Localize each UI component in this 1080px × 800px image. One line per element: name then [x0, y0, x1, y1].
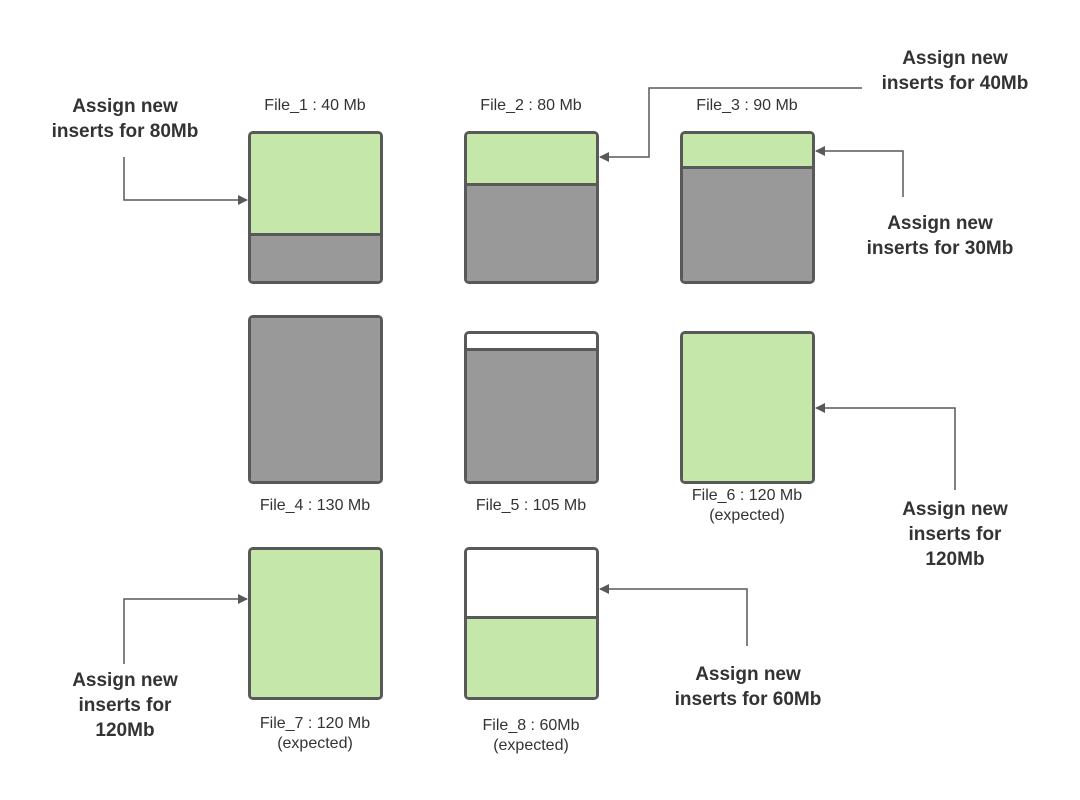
file-1-name: File_1 : 40 Mb — [264, 97, 366, 114]
file-2-label: File_2 : 80 Mb — [466, 96, 596, 116]
file-7-name: File_7 : 120 Mb — [259, 715, 371, 732]
file-2-existing-data-segment — [467, 183, 596, 281]
file-5-existing-data-segment — [467, 348, 596, 481]
annotation-file-1-line-1: Assign new — [72, 96, 178, 117]
file-4-name: File_4 : 130 Mb — [259, 497, 371, 514]
file-3-name: File_3 : 90 Mb — [696, 97, 798, 114]
file-2-box — [464, 131, 599, 284]
file-1-box — [248, 131, 383, 284]
annotation-file-1-line-2: inserts for 80Mb — [51, 121, 199, 142]
file-8-new-inserts-segment — [467, 616, 596, 697]
file-5-label: File_5 : 105 Mb — [466, 496, 596, 516]
file-8-box — [464, 547, 599, 700]
annotation-file-3: Assign new inserts for 30Mb — [850, 211, 1030, 261]
arrow-file-1 — [123, 157, 248, 205]
file-8-label: File_8 : 60Mb (expected) — [466, 716, 596, 756]
file-6-label: File_6 : 120 Mb (expected) — [682, 486, 812, 526]
file-3-new-inserts-segment — [683, 134, 812, 166]
file-4-box — [248, 315, 383, 484]
annotation-file-3-line-2: inserts for 30Mb — [866, 238, 1014, 259]
file-1-existing-data-segment — [251, 233, 380, 281]
file-5-free-space-segment — [467, 334, 596, 348]
annotation-file-6: Assign new inserts for 120Mb — [885, 497, 1025, 572]
file-5-box — [464, 331, 599, 484]
file-7-label: File_7 : 120 Mb (expected) — [250, 714, 380, 754]
file-8-name: File_8 : 60Mb — [482, 717, 580, 734]
annotation-file-8-line-2: inserts for 60Mb — [674, 689, 822, 710]
file-4-label: File_4 : 130 Mb — [250, 496, 380, 516]
arrow-file-2 — [599, 87, 862, 162]
file-3-existing-data-segment — [683, 166, 812, 281]
arrow-file-3 — [815, 146, 904, 197]
file-2-new-inserts-segment — [467, 134, 596, 183]
annotation-file-7-line-3: 120Mb — [95, 720, 155, 741]
arrow-file-6 — [815, 403, 956, 490]
annotation-file-3-line-1: Assign new — [887, 213, 993, 234]
file-6-new-inserts-segment — [683, 334, 812, 481]
file-2-name: File_2 : 80 Mb — [480, 97, 582, 114]
annotation-file-8: Assign new inserts for 60Mb — [658, 662, 838, 712]
arrow-file-7 — [123, 594, 248, 664]
annotation-file-6-line-1: Assign new — [902, 499, 1008, 520]
annotation-file-6-line-2: inserts for — [908, 524, 1002, 545]
annotation-file-7-line-2: inserts for — [78, 695, 172, 716]
file-6-name: File_6 : 120 Mb — [691, 487, 803, 504]
file-1-new-inserts-segment — [251, 134, 380, 233]
annotation-file-1: Assign new inserts for 80Mb — [35, 94, 215, 144]
file-6-box — [680, 331, 815, 484]
file-7-new-inserts-segment — [251, 550, 380, 697]
file-4-existing-data-segment — [251, 318, 380, 481]
annotation-file-7: Assign new inserts for 120Mb — [55, 668, 195, 743]
arrow-file-8 — [599, 584, 748, 646]
file-7-note: (expected) — [277, 735, 353, 752]
annotation-file-7-line-1: Assign new — [72, 670, 178, 691]
file-1-label: File_1 : 40 Mb — [250, 96, 380, 116]
file-5-name: File_5 : 105 Mb — [475, 497, 587, 514]
annotation-file-6-line-3: 120Mb — [925, 549, 985, 570]
file-3-label: File_3 : 90 Mb — [682, 96, 812, 116]
file-8-note: (expected) — [493, 737, 569, 754]
file-3-box — [680, 131, 815, 284]
annotation-file-8-line-1: Assign new — [695, 664, 801, 685]
annotation-file-2: Assign new inserts for 40Mb — [865, 46, 1045, 96]
file-6-note: (expected) — [709, 507, 785, 524]
annotation-file-2-line-1: Assign new — [902, 48, 1008, 69]
file-8-free-space-segment — [467, 550, 596, 616]
annotation-file-2-line-2: inserts for 40Mb — [881, 73, 1029, 94]
file-7-box — [248, 547, 383, 700]
